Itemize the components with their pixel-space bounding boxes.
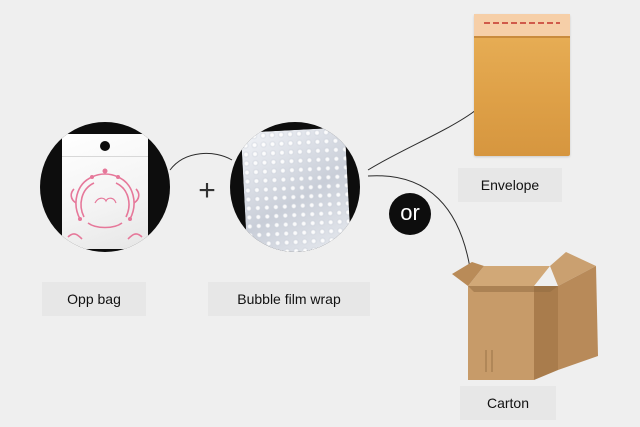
opp-bag-image: [40, 122, 170, 252]
opp-bag-icon: [62, 134, 148, 249]
bubble-wrap-icon: [240, 127, 352, 252]
label-carton: Carton: [460, 386, 556, 420]
carton-image: [452, 252, 598, 380]
bubble-film-wrap-image: [230, 122, 360, 252]
envelope-image: [474, 14, 570, 156]
or-badge: or: [389, 193, 431, 235]
plus-sign: +: [198, 174, 216, 207]
label-envelope: Envelope: [458, 168, 562, 202]
label-bubble-film-wrap: Bubble film wrap: [208, 282, 370, 316]
label-opp-bag: Opp bag: [42, 282, 146, 316]
